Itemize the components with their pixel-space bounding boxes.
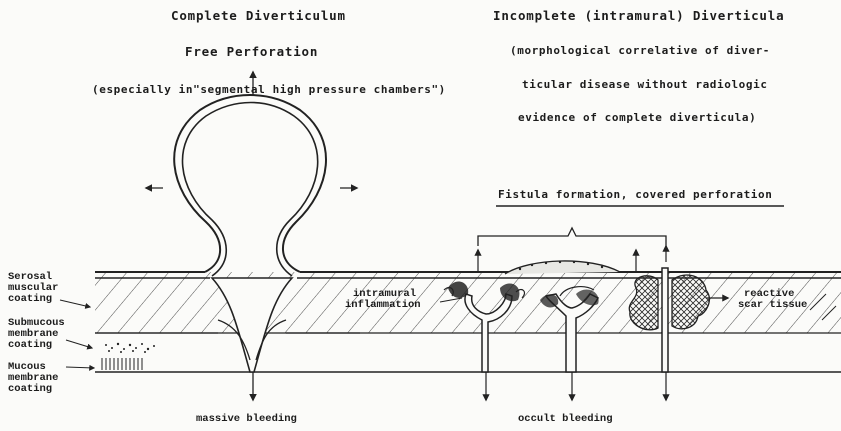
right-note-line-3: evidence of complete diverticula) xyxy=(518,111,756,124)
right-title: Incomplete (intramural) Diverticula xyxy=(493,8,784,23)
scar-label-line-2: scar tissue xyxy=(738,300,807,311)
left-note: (especially in"segmental high pressure c… xyxy=(92,83,446,96)
submucous-label-line-3: coating xyxy=(8,340,65,351)
left-subtitle: Free Perforation xyxy=(185,44,318,59)
submucous-label: Submucous membrane coating xyxy=(8,318,65,351)
right-note-line-1: (morphological correlative of diver- xyxy=(510,44,770,57)
group-brace xyxy=(478,228,666,246)
inflammation-label: intramural inflammation xyxy=(345,289,421,311)
submucous-stipple xyxy=(100,342,160,370)
fistula-canal xyxy=(662,268,668,372)
serosal-label: Serosal muscular coating xyxy=(8,272,58,305)
mucous-label: Mucous membrane coating xyxy=(8,362,58,395)
right-note-line-2: ticular disease without radiologic xyxy=(522,78,768,91)
serosal-label-line-3: coating xyxy=(8,294,58,305)
massive-bleeding-caption: massive bleeding xyxy=(196,413,297,425)
left-title: Complete Diverticulum xyxy=(171,8,346,23)
scar-label: reactive scar tissue xyxy=(738,289,807,311)
occult-bleeding-caption: occult bleeding xyxy=(518,413,613,425)
mucous-label-line-3: coating xyxy=(8,384,58,395)
inflammation-label-line-2: inflammation xyxy=(345,300,421,311)
complete-diverticulum-outline xyxy=(174,95,326,272)
right-subheading: Fistula formation, covered perforation xyxy=(498,188,772,201)
